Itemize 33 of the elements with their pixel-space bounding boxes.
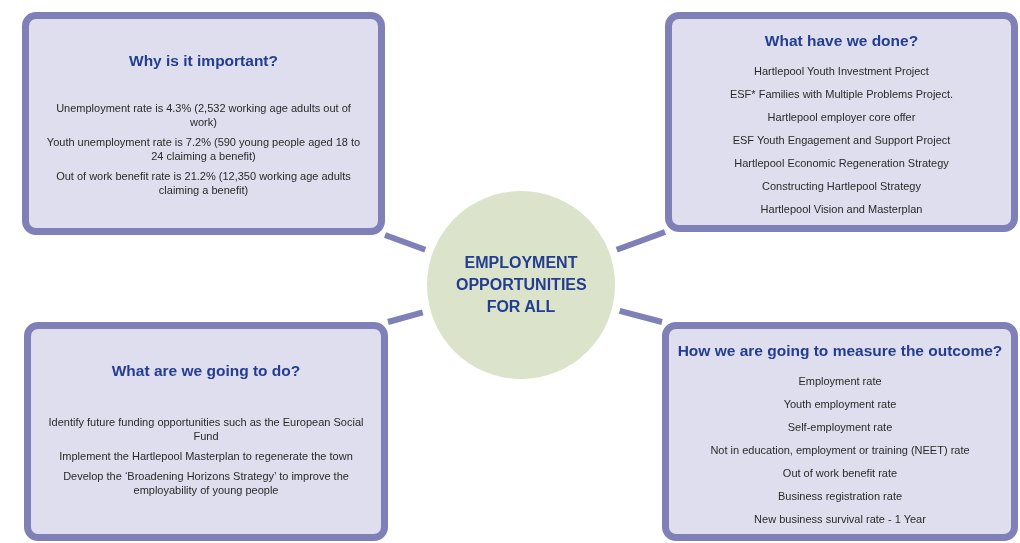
card-item-text: New business survival rate - 1 Year: [754, 512, 926, 526]
card-item-text: Implement the Hartlepool Masterplan to regenerate the town: [59, 449, 353, 463]
card-item-text: Hartlepool employer core offer: [767, 110, 916, 124]
card-heading: What are we going to do?: [111, 361, 301, 381]
info-card: [22, 12, 385, 235]
card-item-text: Out of work benefit rate is 21.2% (12,350 working age adults claiming a benefit): [55, 169, 352, 197]
card-item-text: Hartlepool Youth Investment Project: [754, 64, 929, 78]
card-item-text: ESF* Families with Multiple Problems Project.: [729, 87, 954, 101]
connector-line: [618, 308, 663, 325]
connector-line: [383, 232, 427, 253]
connector-line: [387, 309, 424, 325]
connector-line: [615, 229, 667, 253]
card-item-text: Develop the ‘Broadening Horizons Strategy’ to improve the employability of young people: [62, 469, 350, 497]
card-item-text: Employment rate: [798, 374, 882, 388]
info-card: [24, 322, 388, 541]
card-item-text: Self-employment rate: [787, 420, 893, 434]
card-item-text: Youth unemployment rate is 7.2% (590 young people aged 18 to 24 claiming a benefit): [45, 135, 362, 163]
topic-title: EMPLOYMENT OPPORTUNITIES FOR ALL: [456, 253, 586, 317]
card-item-text: Hartlepool Economic Regeneration Strategy: [734, 156, 949, 170]
card-item-text: Out of work benefit rate: [782, 466, 898, 480]
card-item-text: Hartlepool Vision and Masterplan: [760, 202, 923, 216]
card-item-text: Unemployment rate is 4.3% (2,532 working age adults out of work): [55, 101, 352, 129]
card-item-text: Not in education, employment or training (NEET) rate: [710, 443, 970, 457]
card-heading: What have we done?: [764, 31, 919, 51]
info-card: [662, 322, 1018, 541]
card-heading: How we are going to measure the outcome?: [677, 341, 1003, 361]
card-item-text: Constructing Hartlepool Strategy: [762, 179, 921, 193]
card-heading: Why is it important?: [129, 51, 278, 71]
card-item-text: Identify future funding opportunities such as the European Social Fund: [47, 415, 365, 443]
card-item-text: ESF Youth Engagement and Support Project: [732, 133, 951, 147]
card-item-text: Youth employment rate: [783, 397, 897, 411]
info-card: [665, 12, 1018, 232]
card-item-text: Business registration rate: [777, 489, 903, 503]
